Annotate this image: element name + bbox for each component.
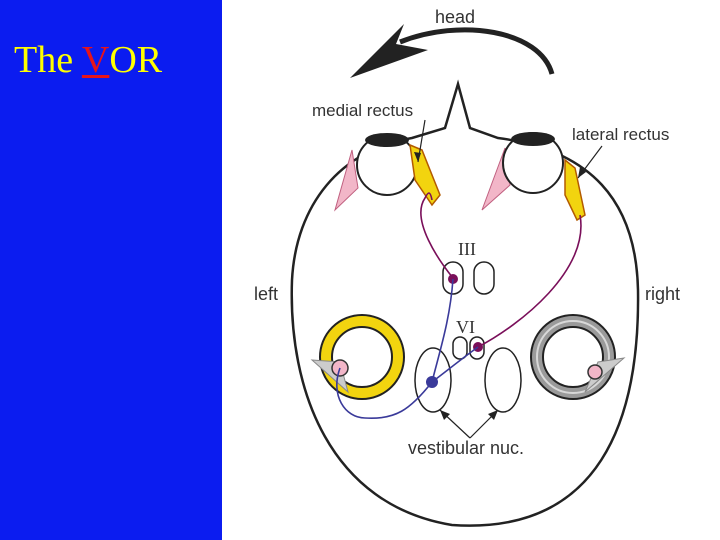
head-rotation-arrow [350,24,555,78]
head-outline [290,79,640,527]
head-label: head [435,7,475,27]
left-side-label: left [254,284,278,304]
vestibular-pathway [336,278,479,420]
left-eye [334,133,441,212]
nucleus-iii-label: III [458,239,476,259]
title-text-end: OR [109,39,163,81]
right-side-label: right [645,284,680,304]
title-panel: The VOR [0,0,222,540]
vestibular-pointers [439,409,499,439]
right-eye [481,132,586,222]
vestibular-nuc-label: vestibular nuc. [408,438,524,458]
lateral-rectus-label: lateral rectus [572,125,669,144]
nucleus-vi-label: VI [456,317,475,337]
title-highlight-letter: V [81,39,110,81]
nucleus-iii-right [473,261,495,295]
vestibular-nucleus-right [484,347,522,413]
vor-diagram: head medial rectus lateral rectus left r… [254,7,680,527]
left-semicircular-canal [310,314,405,400]
slide-title: The VOR [14,38,162,82]
title-text-start: The [14,39,82,81]
medial-rectus-label: medial rectus [312,101,413,120]
nucleus-vi-left [452,336,468,360]
right-semicircular-canal [530,314,626,400]
